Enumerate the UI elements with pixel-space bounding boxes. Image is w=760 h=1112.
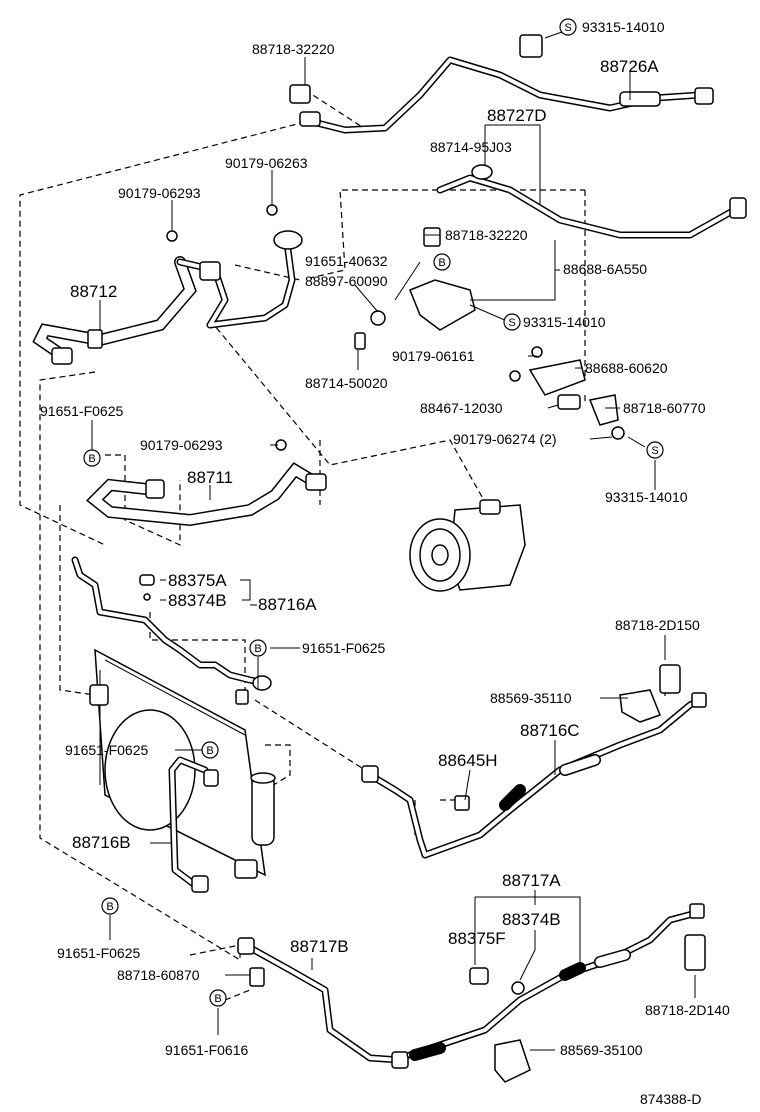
part-label: 90179-06293 xyxy=(140,437,223,453)
part-label: 88467-12030 xyxy=(420,400,503,416)
part-label: 88716A xyxy=(258,595,317,614)
dashed-assembly-lines xyxy=(19,89,666,1001)
part-label: 88897-60090 xyxy=(305,273,388,289)
part-label: 90179-06263 xyxy=(225,155,308,171)
part-label: 91651-40632 xyxy=(305,253,388,269)
b-badge: B xyxy=(201,741,219,759)
s-badge: S xyxy=(503,313,521,331)
part-label: 88717B xyxy=(290,937,349,956)
part-label: 88645H xyxy=(438,751,498,770)
svg-text:B: B xyxy=(214,993,221,1005)
svg-text:S: S xyxy=(564,22,571,34)
part-label: 88718-60770 xyxy=(623,400,706,416)
part-label: 88718-2D140 xyxy=(645,1002,730,1018)
part-label: 88375F xyxy=(448,929,506,948)
diagram-id: 874388-D xyxy=(640,1091,702,1107)
part-label: 90179-06161 xyxy=(392,348,475,364)
part-label: 88727D xyxy=(487,106,547,125)
part-label: 88718-32220 xyxy=(445,227,528,243)
leader-lines xyxy=(91,26,696,1051)
part-label: 91651-F0625 xyxy=(302,640,386,656)
part-label: 91651-F0625 xyxy=(65,742,149,758)
svg-text:S: S xyxy=(508,317,515,329)
part-label: 88714-95J03 xyxy=(430,139,512,155)
b-badge: B xyxy=(209,989,227,1007)
part-label: 88374B xyxy=(168,591,227,610)
part-label: 88688-6A550 xyxy=(563,261,647,277)
compressor xyxy=(409,499,526,592)
b-badge: B xyxy=(433,253,451,271)
part-label: 88718-32220 xyxy=(252,41,335,57)
part-label: 88569-35110 xyxy=(490,690,572,706)
part-label: 90179-06274 (2) xyxy=(453,431,557,447)
part-label: 90179-06293 xyxy=(118,185,201,201)
part-label: 88717A xyxy=(502,871,561,890)
part-label: 88718-2D150 xyxy=(615,617,700,633)
receiver-drier xyxy=(250,772,276,846)
pipe-88726A xyxy=(299,34,714,134)
pipe-88727D xyxy=(436,164,747,239)
part-label: 93315-14010 xyxy=(582,19,665,35)
part-label: 88716B xyxy=(72,833,131,852)
pipe-88717B xyxy=(237,937,409,1069)
pipe-88716A xyxy=(71,556,272,705)
part-label: 91651-F0625 xyxy=(40,403,124,419)
b-badge: B xyxy=(101,897,119,915)
svg-text:B: B xyxy=(88,453,95,465)
svg-text:S: S xyxy=(651,445,658,457)
part-label: 88375A xyxy=(168,571,227,590)
part-label: 88712 xyxy=(70,282,117,301)
pipe-88711 xyxy=(86,462,327,527)
pipe-88712 xyxy=(32,230,303,365)
part-label: 88569-35100 xyxy=(560,1042,643,1058)
part-label: 88714-50020 xyxy=(305,375,388,391)
part-labels: 88718-32220 93315-14010 88726A 88727D 88… xyxy=(40,19,730,1107)
part-label: 93315-14010 xyxy=(523,314,606,330)
svg-text:B: B xyxy=(254,643,261,655)
pipe-88716C xyxy=(361,692,707,859)
part-label: 88711 xyxy=(187,468,233,487)
b-badge: B xyxy=(249,639,267,657)
part-label: 88718-60870 xyxy=(117,967,200,983)
pipe-88716B xyxy=(168,756,219,893)
part-label: 91651-F0616 xyxy=(165,1042,249,1058)
part-label: 88726A xyxy=(600,57,659,76)
b-badge: B xyxy=(83,449,101,467)
svg-text:B: B xyxy=(106,901,113,913)
svg-text:B: B xyxy=(438,257,445,269)
svg-text:B: B xyxy=(206,745,213,757)
s-badge: S xyxy=(559,18,577,36)
part-label: 91651-F0625 xyxy=(57,945,141,961)
s-badge: S xyxy=(646,441,664,459)
part-label: 88374B xyxy=(502,910,561,929)
small-parts xyxy=(139,84,706,1083)
part-label: 88716C xyxy=(520,721,580,740)
pipe-88717A xyxy=(406,903,705,1061)
part-label: 93315-14010 xyxy=(605,489,688,505)
part-label: 88688-60620 xyxy=(585,360,668,376)
